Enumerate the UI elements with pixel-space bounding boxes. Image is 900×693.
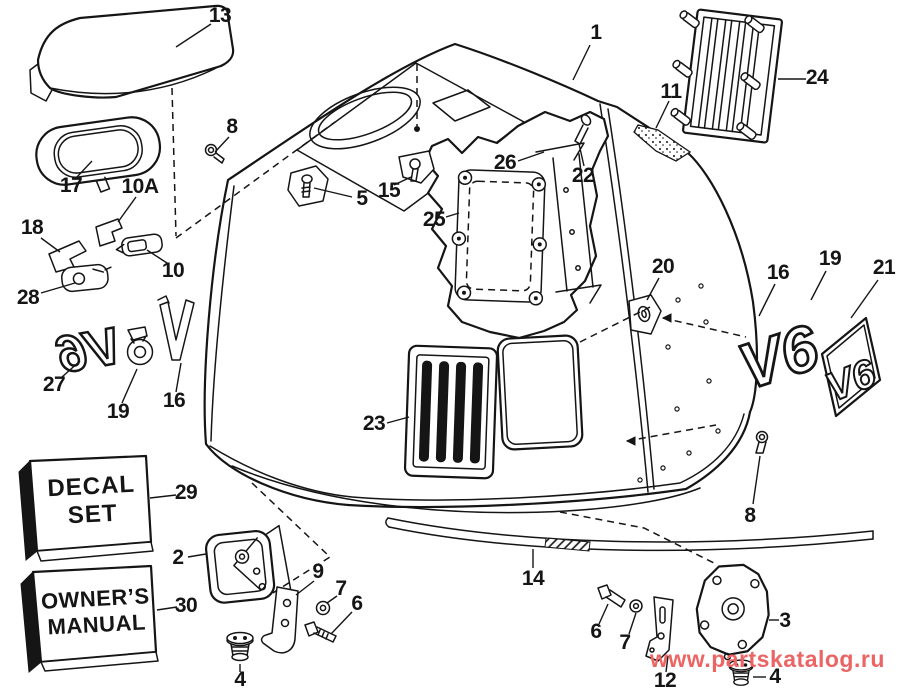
washer-7-left <box>315 600 331 616</box>
access-door <box>496 334 584 451</box>
owners-manual-label: OWNER’S MANUAL <box>37 583 156 641</box>
trim-strip-14 <box>385 517 874 552</box>
leader-lines <box>40 23 879 678</box>
rubber-plug-4-left <box>226 631 254 662</box>
screw-15 <box>398 150 435 184</box>
front-louver-23 <box>403 344 499 480</box>
mount-plate-3 <box>695 563 770 661</box>
seal-gasket-17 <box>35 116 162 193</box>
latch-keeper-20 <box>628 294 747 338</box>
rear-opening <box>398 110 610 340</box>
vent-frame <box>451 169 547 306</box>
rivet-marks <box>637 283 721 483</box>
emblem-v-bracket-16 <box>157 295 195 361</box>
v6-decal-plate: V6 <box>819 316 883 418</box>
decal-set-line2: SET <box>67 500 119 530</box>
svg-text:V6: V6 <box>52 317 126 385</box>
latch-plate-5 <box>287 165 329 207</box>
channel-bracket <box>535 142 602 304</box>
screw-6-left <box>304 621 337 643</box>
strap-bracket-12 <box>645 596 674 662</box>
latch-parts <box>48 218 163 293</box>
owners-manual-box <box>20 564 159 673</box>
watermark[interactable]: www.partskatalog.ru <box>650 646 885 672</box>
screw-6-right <box>597 584 626 608</box>
screw-8-right <box>755 430 769 454</box>
mount-bracket-2 <box>205 524 292 604</box>
rubber-plug-4-right <box>728 659 754 686</box>
corner-seal-patch <box>633 124 692 162</box>
angle-bracket-9 <box>260 586 299 654</box>
decal-set-box <box>18 454 154 562</box>
screw-8-top <box>204 143 225 164</box>
louver-panel-24 <box>670 8 783 144</box>
mount-pins <box>670 10 765 140</box>
top-lid-13 <box>29 4 235 102</box>
decal-set-label: DECAL SET <box>35 470 150 532</box>
screw-22 <box>574 114 592 145</box>
washer-7-right <box>629 599 643 613</box>
v6-emblem-back: V6 <box>51 315 127 386</box>
emblem-grommet-19 <box>126 326 154 366</box>
